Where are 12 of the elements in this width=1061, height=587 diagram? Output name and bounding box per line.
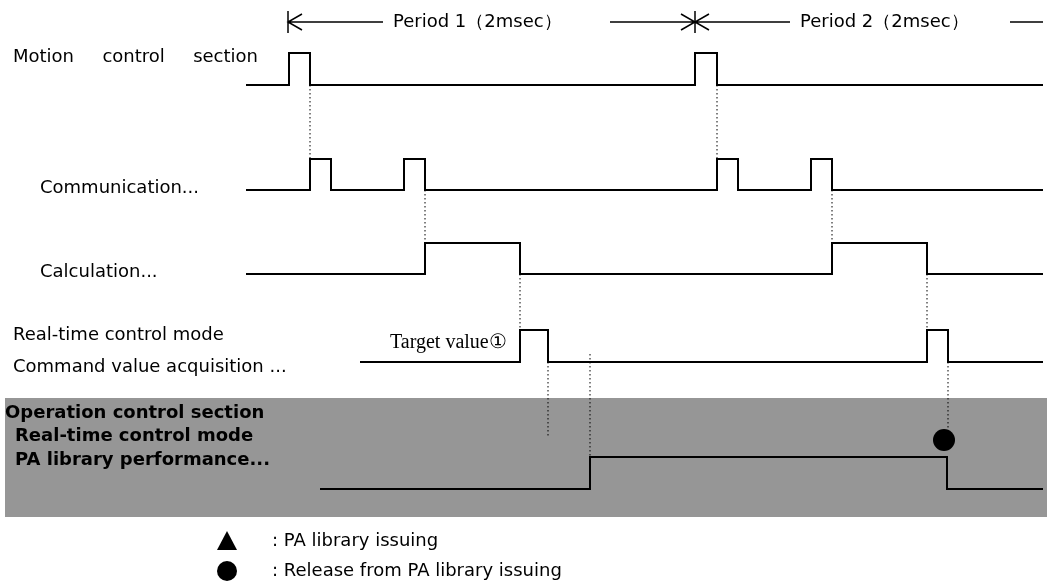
signal-name: Communication...	[40, 176, 200, 198]
section-heading: Operation control section	[5, 401, 265, 423]
signal-name: Real-time control mode PA library performance...	[15, 423, 271, 471]
section-band	[5, 398, 1047, 517]
legend-text: : Release from PA library issuing	[272, 559, 562, 581]
period-label: Period 2（2msec）	[800, 10, 969, 32]
legend-text: : PA library issuing	[272, 529, 439, 551]
value-label: Target value①	[390, 330, 507, 352]
signal-name: Motion control section	[13, 44, 258, 68]
signal-name: Real-time control mode Command value acquisition ...	[13, 322, 288, 378]
signal-name: Calculation...	[40, 260, 158, 282]
period-label: Period 1（2msec）	[393, 10, 562, 32]
